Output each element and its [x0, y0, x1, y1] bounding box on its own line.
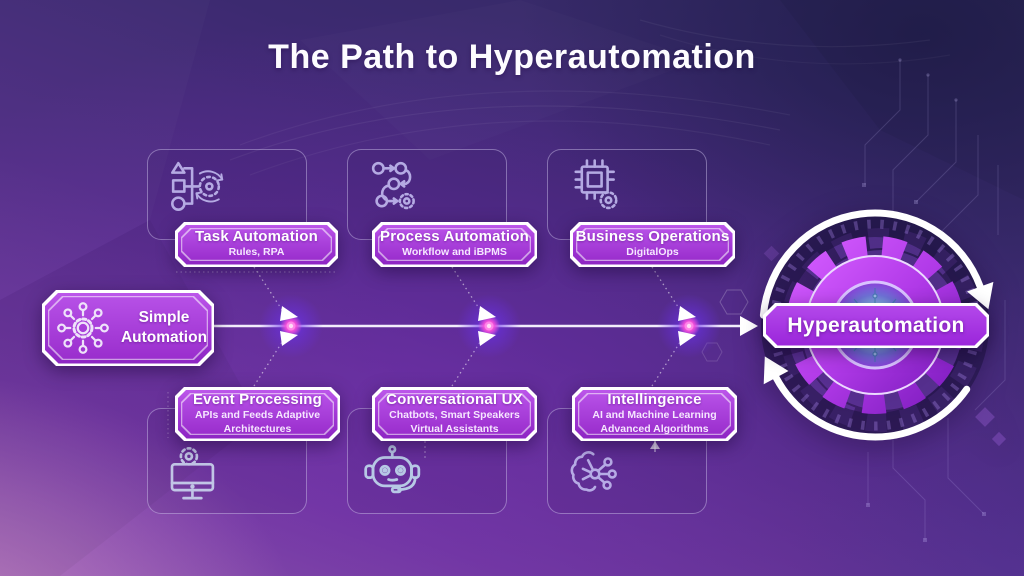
- box-inner-fill: [379, 394, 529, 433]
- box-inner-fill: [182, 229, 330, 259]
- hub-gear-icon: [57, 302, 109, 354]
- stage-title: Process Automation: [380, 227, 529, 245]
- stage-title: Intellingence: [607, 390, 702, 408]
- stage-title: Conversational UX: [386, 390, 523, 408]
- stage-box-process-automation: Process Automation Workflow and iBPMS: [372, 222, 537, 267]
- stage-title: Business Operations: [575, 227, 730, 245]
- box-inner-fill: [579, 394, 729, 433]
- box-inner-fill: [49, 297, 206, 358]
- chip-gear-icon: [574, 159, 618, 210]
- start-node-simple-automation: Simple Automation: [42, 290, 214, 366]
- end-node-label: Hyperautomation: [787, 313, 965, 337]
- flow-arrowhead: [740, 316, 758, 336]
- stage-box-task-automation: Task Automation Rules, RPA: [175, 222, 338, 267]
- stage-box-conversational-ux: Conversational UX Chatbots, Smart Speake…: [372, 387, 537, 441]
- flow-node-1: [259, 294, 323, 358]
- chatbot-icon: [364, 445, 421, 494]
- ai-brain-icon: [570, 451, 617, 492]
- stage-subtitle: APIs and Feeds Adaptive Architectures: [194, 409, 321, 435]
- circuit-nodes: [862, 58, 986, 542]
- workflow-gear-icon: [371, 161, 415, 210]
- stage-subtitle: Rules, RPA: [228, 246, 285, 259]
- stage-title: Task Automation: [194, 227, 318, 245]
- stage-title: Event Processing: [192, 390, 323, 408]
- stage-box-event-processing: Event Processing APIs and Feeds Adaptive…: [175, 387, 340, 441]
- box-inner-fill: [379, 229, 529, 259]
- page-title: The Path to Hyperautomation: [268, 38, 756, 76]
- circuit-traces: [864, 60, 1006, 540]
- stage-subtitle: AI and Machine Learning Advanced Algorit…: [592, 409, 717, 435]
- hex-decor: [701, 289, 749, 362]
- stage-subtitle: DigitalOps: [626, 246, 679, 259]
- monitor-gear-icon: [170, 447, 215, 500]
- stage-box-intelligence: Intellingence AI and Machine Learning Ad…: [572, 387, 737, 441]
- stage-subtitle: Chatbots, Smart Speakers Virtual Assista…: [389, 409, 520, 435]
- stage-subtitle: Workflow and iBPMS: [402, 246, 507, 259]
- stage-box-business-operations: Business Operations DigitalOps: [570, 222, 735, 267]
- flow-node-3: [657, 294, 721, 358]
- box-inner-fill: [182, 394, 332, 433]
- start-node-label: Simple Automation: [120, 308, 208, 346]
- end-node-hyperautomation: Hyperautomation: [763, 303, 989, 348]
- shapes-to-gear-icon: [171, 161, 224, 211]
- box-inner-fill: [577, 229, 727, 259]
- flow-node-2: [457, 294, 521, 358]
